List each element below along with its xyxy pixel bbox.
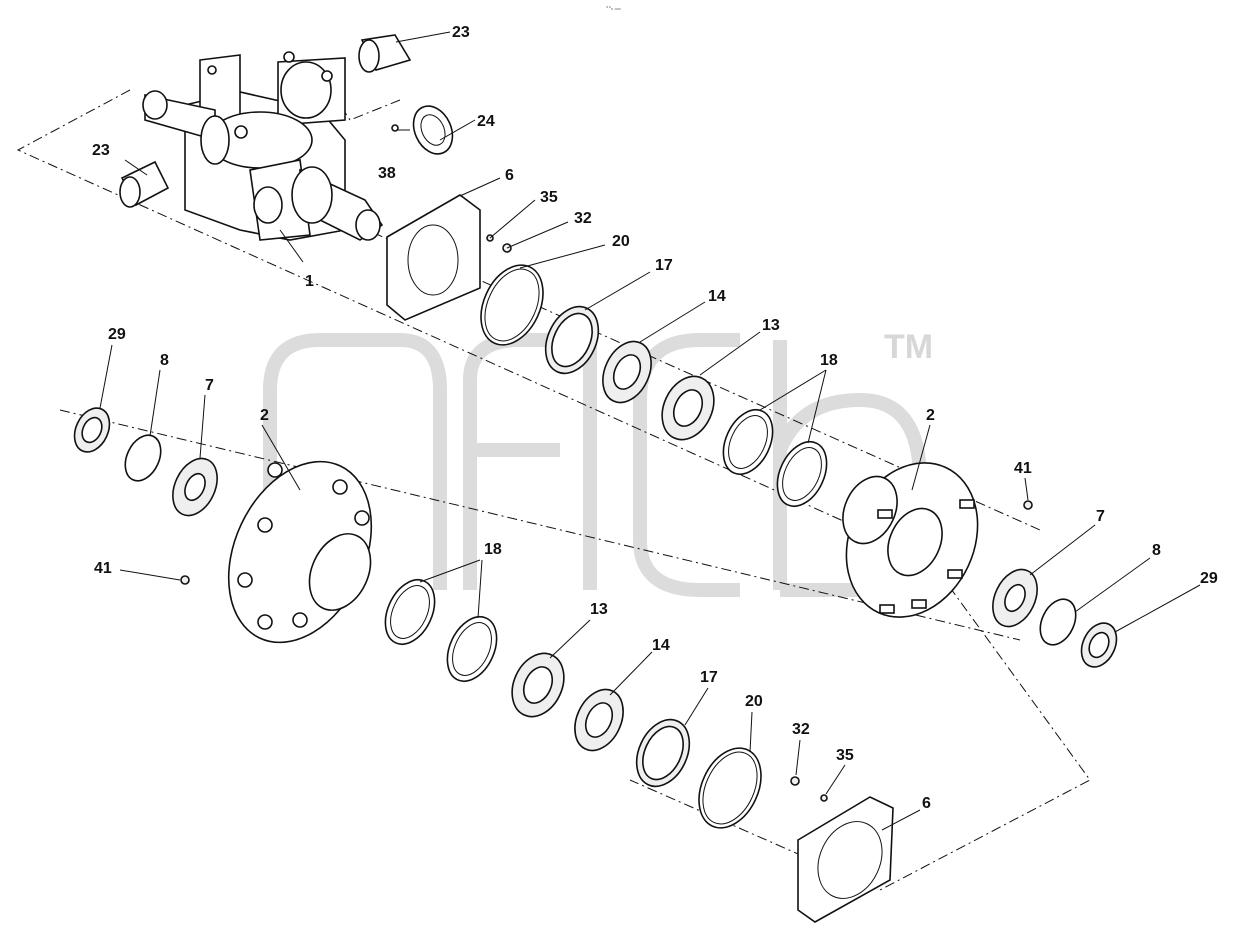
callout-32b: 32 bbox=[792, 721, 810, 738]
callout-18a: 18 bbox=[820, 352, 838, 369]
part-2-hub-right bbox=[842, 462, 979, 618]
part-1-housing bbox=[142, 51, 384, 241]
callout-14a: 14 bbox=[708, 288, 726, 305]
part-23-bushing-left bbox=[119, 160, 170, 208]
part-6-plate-lower bbox=[797, 796, 894, 923]
callout-17b: 17 bbox=[700, 669, 718, 686]
callout-14b: 14 bbox=[652, 637, 670, 654]
part-32-bolt-lower bbox=[790, 776, 800, 786]
callout-6a: 6 bbox=[505, 167, 514, 184]
part-8-lockwasher-right bbox=[1039, 598, 1077, 646]
part-6-bracket-upper bbox=[386, 194, 481, 321]
callout-17a: 17 bbox=[655, 257, 673, 274]
callout-8a: 8 bbox=[160, 352, 169, 369]
callout-7b: 7 bbox=[1096, 508, 1105, 525]
part-23-bushing-upper bbox=[358, 34, 412, 73]
part-18-race-lower-a bbox=[384, 579, 436, 645]
callout-13b: 13 bbox=[590, 601, 608, 618]
callout-20a: 20 bbox=[612, 233, 630, 250]
callout-29a: 29 bbox=[108, 326, 126, 343]
callout-6b: 6 bbox=[922, 795, 931, 812]
part-8-lockwasher-left bbox=[124, 434, 162, 482]
callout-7a: 7 bbox=[205, 377, 214, 394]
callout-13a: 13 bbox=[762, 317, 780, 334]
callout-23a: 23 bbox=[452, 24, 470, 41]
part-38-screw bbox=[391, 124, 399, 132]
callout-23b: 23 bbox=[92, 142, 110, 159]
callout-29b: 29 bbox=[1200, 570, 1218, 587]
callout-18b: 18 bbox=[484, 541, 502, 558]
watermark-trademark: TM bbox=[884, 328, 934, 366]
part-41-nipple-left bbox=[180, 575, 190, 585]
callout-35a: 35 bbox=[540, 189, 558, 206]
part-35-nut-lower bbox=[820, 794, 828, 802]
callout-20b: 20 bbox=[745, 693, 763, 710]
header-code: °°₆ ₀₀₀ bbox=[606, 6, 621, 12]
callout-2a: 2 bbox=[260, 407, 269, 424]
part-24-washer bbox=[412, 105, 454, 155]
callout-8b: 8 bbox=[1152, 542, 1161, 559]
leader-lines bbox=[99, 31, 1201, 831]
callout-labels: 23 24 23 38 6 35 32 1 20 17 14 13 18 29 … bbox=[92, 24, 1218, 812]
part-20-seal-lower bbox=[698, 747, 762, 829]
callout-2b: 2 bbox=[926, 407, 935, 424]
part-41-nipple-right bbox=[1023, 500, 1033, 510]
callout-24: 24 bbox=[477, 113, 495, 130]
callout-1: 1 bbox=[305, 273, 314, 290]
part-2-hub-left bbox=[227, 460, 373, 644]
callout-41a: 41 bbox=[1014, 460, 1032, 477]
callout-41b: 41 bbox=[94, 560, 112, 577]
callout-32a: 32 bbox=[574, 210, 592, 227]
part-18-race-lower-b bbox=[446, 616, 498, 682]
callout-38: 38 bbox=[378, 165, 396, 182]
part-18-race-upper-a bbox=[722, 409, 774, 475]
part-18-race-upper-b bbox=[776, 441, 828, 507]
callout-35b: 35 bbox=[836, 747, 854, 764]
